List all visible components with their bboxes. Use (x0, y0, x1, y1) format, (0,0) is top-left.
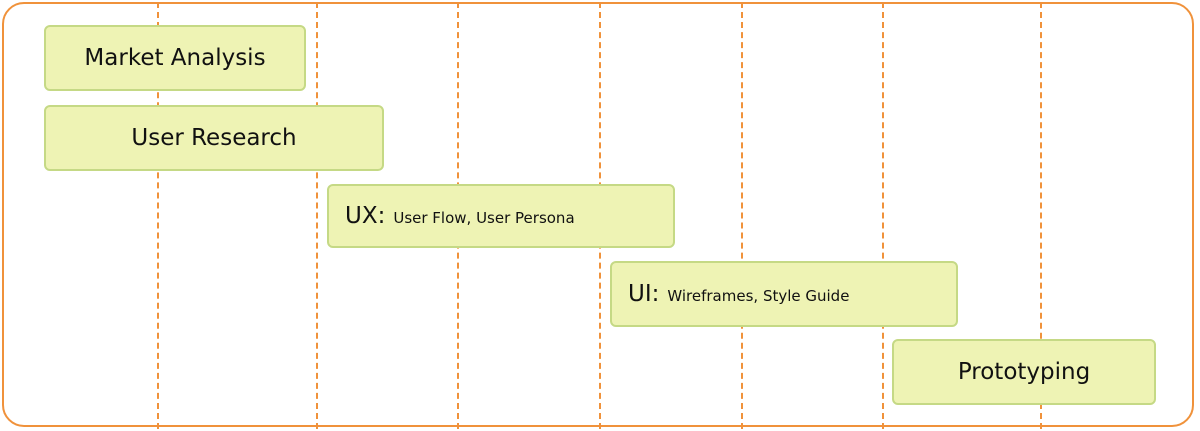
task-title: Prototyping (957, 359, 1091, 385)
timeline-frame (2, 2, 1194, 427)
task-bar-ux[interactable]: UX: User Flow, User Persona (327, 184, 675, 248)
task-prefix: UI: (628, 281, 660, 307)
task-title: Market Analysis (84, 45, 266, 71)
task-bar-ui[interactable]: UI: Wireframes, Style Guide (610, 261, 958, 327)
task-bar-user-research[interactable]: User Research (44, 105, 384, 171)
task-detail: Wireframes, Style Guide (667, 287, 850, 305)
column-divider (316, 2, 318, 429)
column-divider (1040, 2, 1042, 429)
task-bar-prototyping[interactable]: Prototyping (892, 339, 1156, 405)
task-title: User Research (131, 125, 297, 151)
column-divider (882, 2, 884, 429)
task-prefix: UX: (345, 203, 386, 229)
task-detail: User Flow, User Persona (393, 209, 575, 227)
task-bar-market-analysis[interactable]: Market Analysis (44, 25, 306, 91)
column-divider (741, 2, 743, 429)
column-divider (157, 2, 159, 429)
